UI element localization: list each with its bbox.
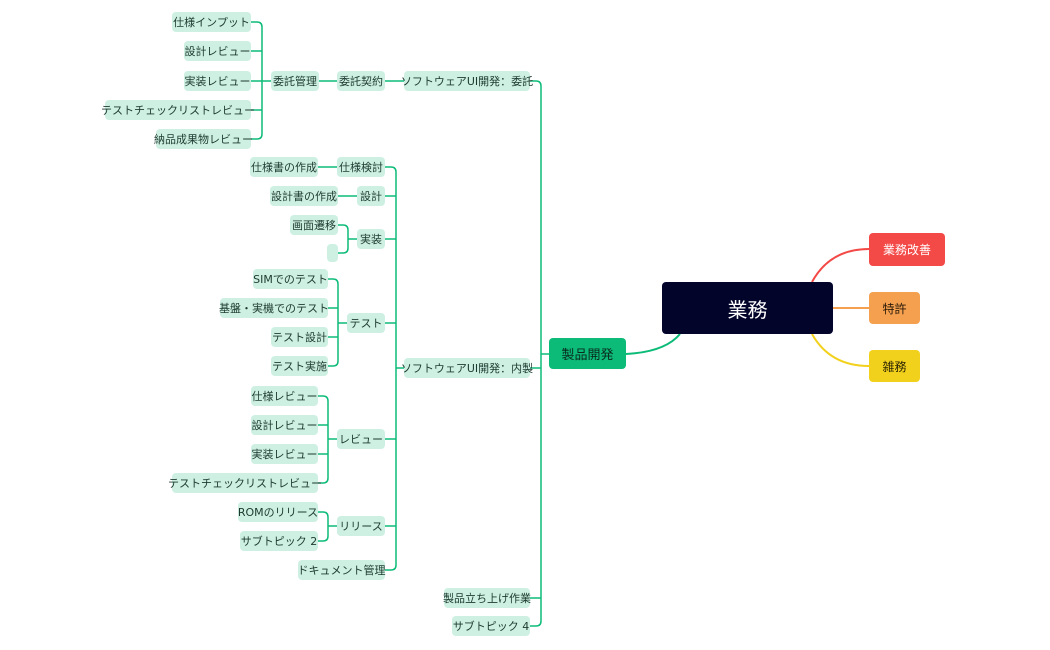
topic-test-execution[interactable]: テスト実施 bbox=[271, 356, 328, 376]
topic-sim-test[interactable]: SIMでのテスト bbox=[253, 269, 328, 289]
topic-spec-input[interactable]: 仕様インプット bbox=[172, 12, 251, 32]
topic-board-test[interactable]: 基盤・実機でのテスト bbox=[219, 298, 329, 318]
topic-spec-study[interactable]: 仕様検討 bbox=[337, 157, 385, 177]
link-root-product bbox=[625, 333, 681, 355]
topic-outsource-contract[interactable]: 委託契約 bbox=[337, 71, 385, 91]
topic-test-design[interactable]: テスト設計 bbox=[271, 327, 328, 347]
link-release-branch-1 bbox=[318, 535, 329, 542]
topic-spec-doc[interactable]: 仕様書の作成 bbox=[250, 157, 318, 177]
topic-ui-outsourced[interactable]: ソフトウェアUI開発：委託 bbox=[401, 71, 533, 91]
topic-outsource-test-checklist-review[interactable]: テストチェックリストレビュー bbox=[101, 100, 255, 120]
topic-design-doc[interactable]: 設計書の作成 bbox=[270, 186, 338, 206]
link-test-branch-3 bbox=[328, 360, 339, 367]
link-impl-branch-0 bbox=[338, 224, 349, 231]
topic-rom-release[interactable]: ROMのリリース bbox=[238, 502, 318, 522]
topic-review[interactable]: レビュー bbox=[337, 429, 385, 449]
topic-empty[interactable] bbox=[327, 244, 338, 262]
link-product-branch-3 bbox=[530, 620, 542, 627]
topic-impl-review[interactable]: 実装レビュー bbox=[251, 444, 318, 464]
topic-patent[interactable]: 特許 bbox=[869, 292, 920, 324]
link-impl-branch-1 bbox=[338, 247, 349, 254]
link-review-branch-3 bbox=[318, 477, 329, 484]
topic-misc[interactable]: 雑務 bbox=[869, 350, 920, 382]
topic-product-development[interactable]: 製品開発 bbox=[549, 338, 626, 369]
topic-design-review[interactable]: 設計レビュー bbox=[251, 415, 318, 435]
link-inhouse-branch-0 bbox=[385, 166, 397, 173]
topic-subtopic-2[interactable]: サブトピック 2 bbox=[240, 531, 318, 551]
topic-spec-review[interactable]: 仕様レビュー bbox=[251, 386, 318, 406]
link-management-branch-4 bbox=[251, 133, 263, 140]
root-topic[interactable]: 業務 bbox=[662, 282, 833, 334]
topic-outsource-management[interactable]: 委託管理 bbox=[271, 71, 319, 91]
topic-outsource-impl-review[interactable]: 実装レビュー bbox=[184, 71, 251, 91]
link-root-misc bbox=[811, 333, 870, 367]
link-test-branch-0 bbox=[328, 278, 339, 285]
link-release-branch-0 bbox=[318, 511, 329, 518]
topic-test[interactable]: テスト bbox=[347, 313, 385, 333]
topic-product-launch[interactable]: 製品立ち上げ作業 bbox=[443, 588, 531, 608]
link-root-improvement bbox=[811, 248, 870, 283]
link-inhouse-branch-6 bbox=[385, 564, 397, 571]
topic-release[interactable]: リリース bbox=[337, 516, 385, 536]
topic-subtopic-4[interactable]: サブトピック 4 bbox=[452, 616, 530, 636]
topic-document-management[interactable]: ドキュメント管理 bbox=[298, 560, 386, 580]
topic-design[interactable]: 設計 bbox=[357, 186, 385, 206]
topic-test-checklist-review[interactable]: テストチェックリストレビュー bbox=[168, 473, 322, 493]
topic-implementation[interactable]: 実装 bbox=[357, 229, 385, 249]
link-review-branch-0 bbox=[318, 395, 329, 402]
topic-improvement[interactable]: 業務改善 bbox=[869, 233, 945, 266]
topic-screen-transition[interactable]: 画面遷移 bbox=[290, 215, 338, 235]
topic-ui-inhouse[interactable]: ソフトウェアUI開発：内製 bbox=[401, 358, 533, 378]
topic-deliverable-review[interactable]: 納品成果物レビュー bbox=[154, 129, 253, 149]
link-management-branch-0 bbox=[251, 21, 263, 28]
link-product-branch-0 bbox=[530, 80, 542, 87]
topic-outsource-design-review[interactable]: 設計レビュー bbox=[184, 41, 251, 61]
